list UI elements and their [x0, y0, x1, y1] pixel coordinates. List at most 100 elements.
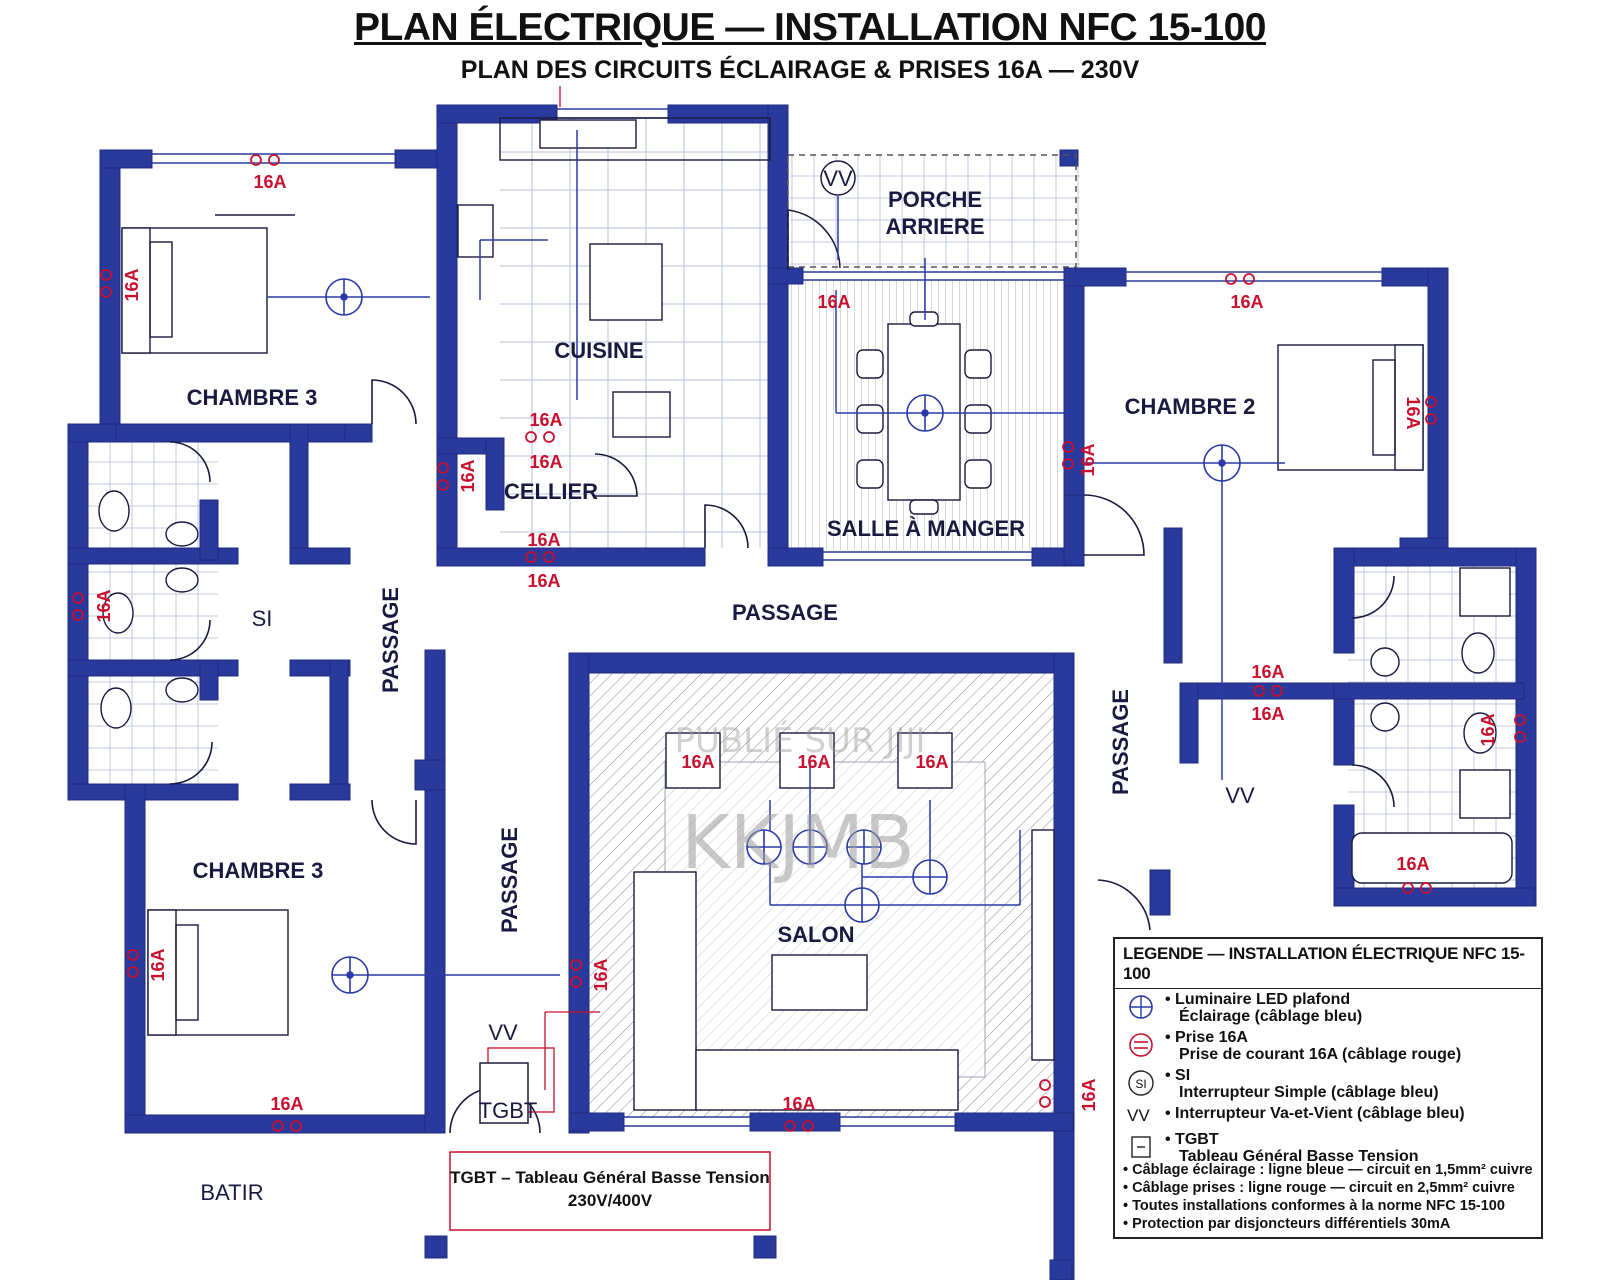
- basin: [165, 567, 199, 593]
- socket-label: 16A: [1251, 704, 1284, 724]
- socket-label: 16A: [270, 1094, 303, 1114]
- porch-outline: [787, 154, 1077, 268]
- chair: [909, 499, 939, 515]
- wall: [1149, 869, 1171, 916]
- legend-vv-line1: • Interrupteur Va-et-Vient (câblage bleu…: [1165, 1105, 1465, 1122]
- wall: [289, 783, 351, 801]
- luminaire-icon: [906, 394, 944, 432]
- socket-label: 16A: [681, 752, 714, 772]
- room-label-cuisine: CUISINE: [554, 338, 643, 363]
- wall: [124, 1114, 446, 1134]
- si-switch-icon: SI: [1128, 1070, 1154, 1096]
- room-label-chambre2: CHAMBRE 2: [1125, 394, 1256, 419]
- socket-label: 16A: [527, 571, 560, 591]
- luminaire-icon: [844, 887, 880, 923]
- socket-icon: [1062, 441, 1074, 470]
- wall: [67, 659, 239, 677]
- wall: [67, 783, 239, 801]
- wall: [568, 1112, 625, 1132]
- legend-item-luminaire: • Luminaire LED plafond Éclairage (câbla…: [1115, 989, 1541, 1027]
- wall: [568, 652, 590, 1134]
- socket-icon: [1225, 273, 1255, 285]
- tgbt-panel: TGBT: [479, 1062, 537, 1124]
- socket-label: 16A: [915, 752, 948, 772]
- wall: [329, 659, 349, 801]
- wall: [199, 659, 219, 701]
- socket-icon: [1253, 685, 1283, 697]
- room-label-porche: PORCHE: [888, 187, 982, 212]
- socket-label: 16A: [1230, 292, 1263, 312]
- wall: [436, 104, 458, 566]
- wall: [1333, 887, 1535, 907]
- legend-item-socket: • Prise 16A Prise de courant 16A (câblag…: [1115, 1027, 1541, 1065]
- socket-icon: [250, 154, 280, 166]
- vv-switch-label: VV: [823, 166, 853, 191]
- wall: [767, 267, 789, 564]
- socket-icon: [437, 462, 449, 491]
- socket-label: 16A: [122, 268, 142, 301]
- socket-label: 16A: [1478, 713, 1498, 746]
- vv-switch-right: VV: [1225, 783, 1255, 808]
- wall: [1427, 267, 1449, 554]
- luminaires: [325, 278, 1241, 994]
- wall: [1053, 652, 1075, 1280]
- armchair: [779, 732, 835, 789]
- vv-switch-tgbt: VV: [488, 1020, 518, 1045]
- legend-tgbt-line2: Tableau Général Basse Tension: [1179, 1148, 1419, 1165]
- tgbt-box-line1: TGBT – Tableau Général Basse Tension: [450, 1168, 770, 1187]
- legend: LEGENDE — INSTALLATION ÉLECTRIQUE NFC 15…: [1113, 937, 1543, 1239]
- socket-label: 16A: [148, 948, 168, 981]
- vv-switch-icon: VV: [1127, 1106, 1150, 1125]
- room-label-arriere: ARRIERE: [885, 214, 984, 239]
- socket-label: 16A: [529, 410, 562, 430]
- shower: [1459, 567, 1511, 617]
- legend-socket-line2: Prise de courant 16A (câblage rouge): [1179, 1046, 1462, 1063]
- sofa-left: [633, 871, 697, 1111]
- porch-post: [1059, 149, 1079, 167]
- armchair: [665, 732, 721, 789]
- si-switch-label: SI: [252, 606, 273, 631]
- tgbt-icon: [1131, 1136, 1151, 1158]
- wall: [485, 437, 505, 511]
- furniture: [98, 117, 1513, 1111]
- legend-luminaire-line1: • Luminaire LED plafond: [1165, 991, 1351, 1008]
- wall: [67, 547, 239, 565]
- chair: [856, 404, 884, 434]
- chair: [964, 404, 992, 434]
- wall: [424, 1235, 448, 1259]
- wall: [67, 423, 89, 801]
- socket-label: 16A: [591, 958, 611, 991]
- sink: [539, 119, 637, 149]
- pillow: [1372, 359, 1396, 456]
- wall: [1515, 547, 1537, 907]
- legend-title: LEGENDE — INSTALLATION ÉLECTRIQUE NFC 15…: [1115, 939, 1541, 989]
- socket-label: 16A: [797, 752, 830, 772]
- plan-subtitle: PLAN DES CIRCUITS ÉCLAIRAGE & PRISES 16A…: [460, 56, 1140, 84]
- room-label-passage-left: PASSAGE: [378, 587, 403, 693]
- room-label-passage-lower: PASSAGE: [497, 827, 522, 933]
- room-label-cellier: CELLIER: [504, 479, 598, 504]
- legend-item-vv-switch: VV • Interrupteur Va-et-Vient (câblage b…: [1115, 1103, 1541, 1129]
- socket-icon: [127, 949, 139, 978]
- wall: [1163, 527, 1183, 664]
- legend-note: • Protection par disjoncteurs différenti…: [1123, 1216, 1451, 1232]
- socket-icon: [784, 1120, 814, 1132]
- wall: [67, 423, 117, 443]
- legend-tgbt-line1: • TGBT: [1165, 1131, 1219, 1148]
- wall: [753, 1235, 777, 1259]
- chair: [856, 459, 884, 489]
- luminaire-icon: [325, 278, 363, 316]
- socket-label: 16A: [527, 530, 560, 550]
- kitchen-counter: [499, 117, 771, 161]
- wall: [424, 649, 446, 1134]
- socket-icon: [525, 551, 555, 563]
- wall: [568, 652, 1075, 674]
- wall: [1179, 682, 1353, 700]
- wall: [1333, 547, 1355, 654]
- luminaire-icon: [746, 829, 782, 865]
- chair: [964, 459, 992, 489]
- socket-label: 16A: [1079, 1078, 1099, 1111]
- bed-headboard: [1394, 344, 1424, 471]
- armchair: [897, 732, 953, 789]
- wall: [767, 104, 789, 271]
